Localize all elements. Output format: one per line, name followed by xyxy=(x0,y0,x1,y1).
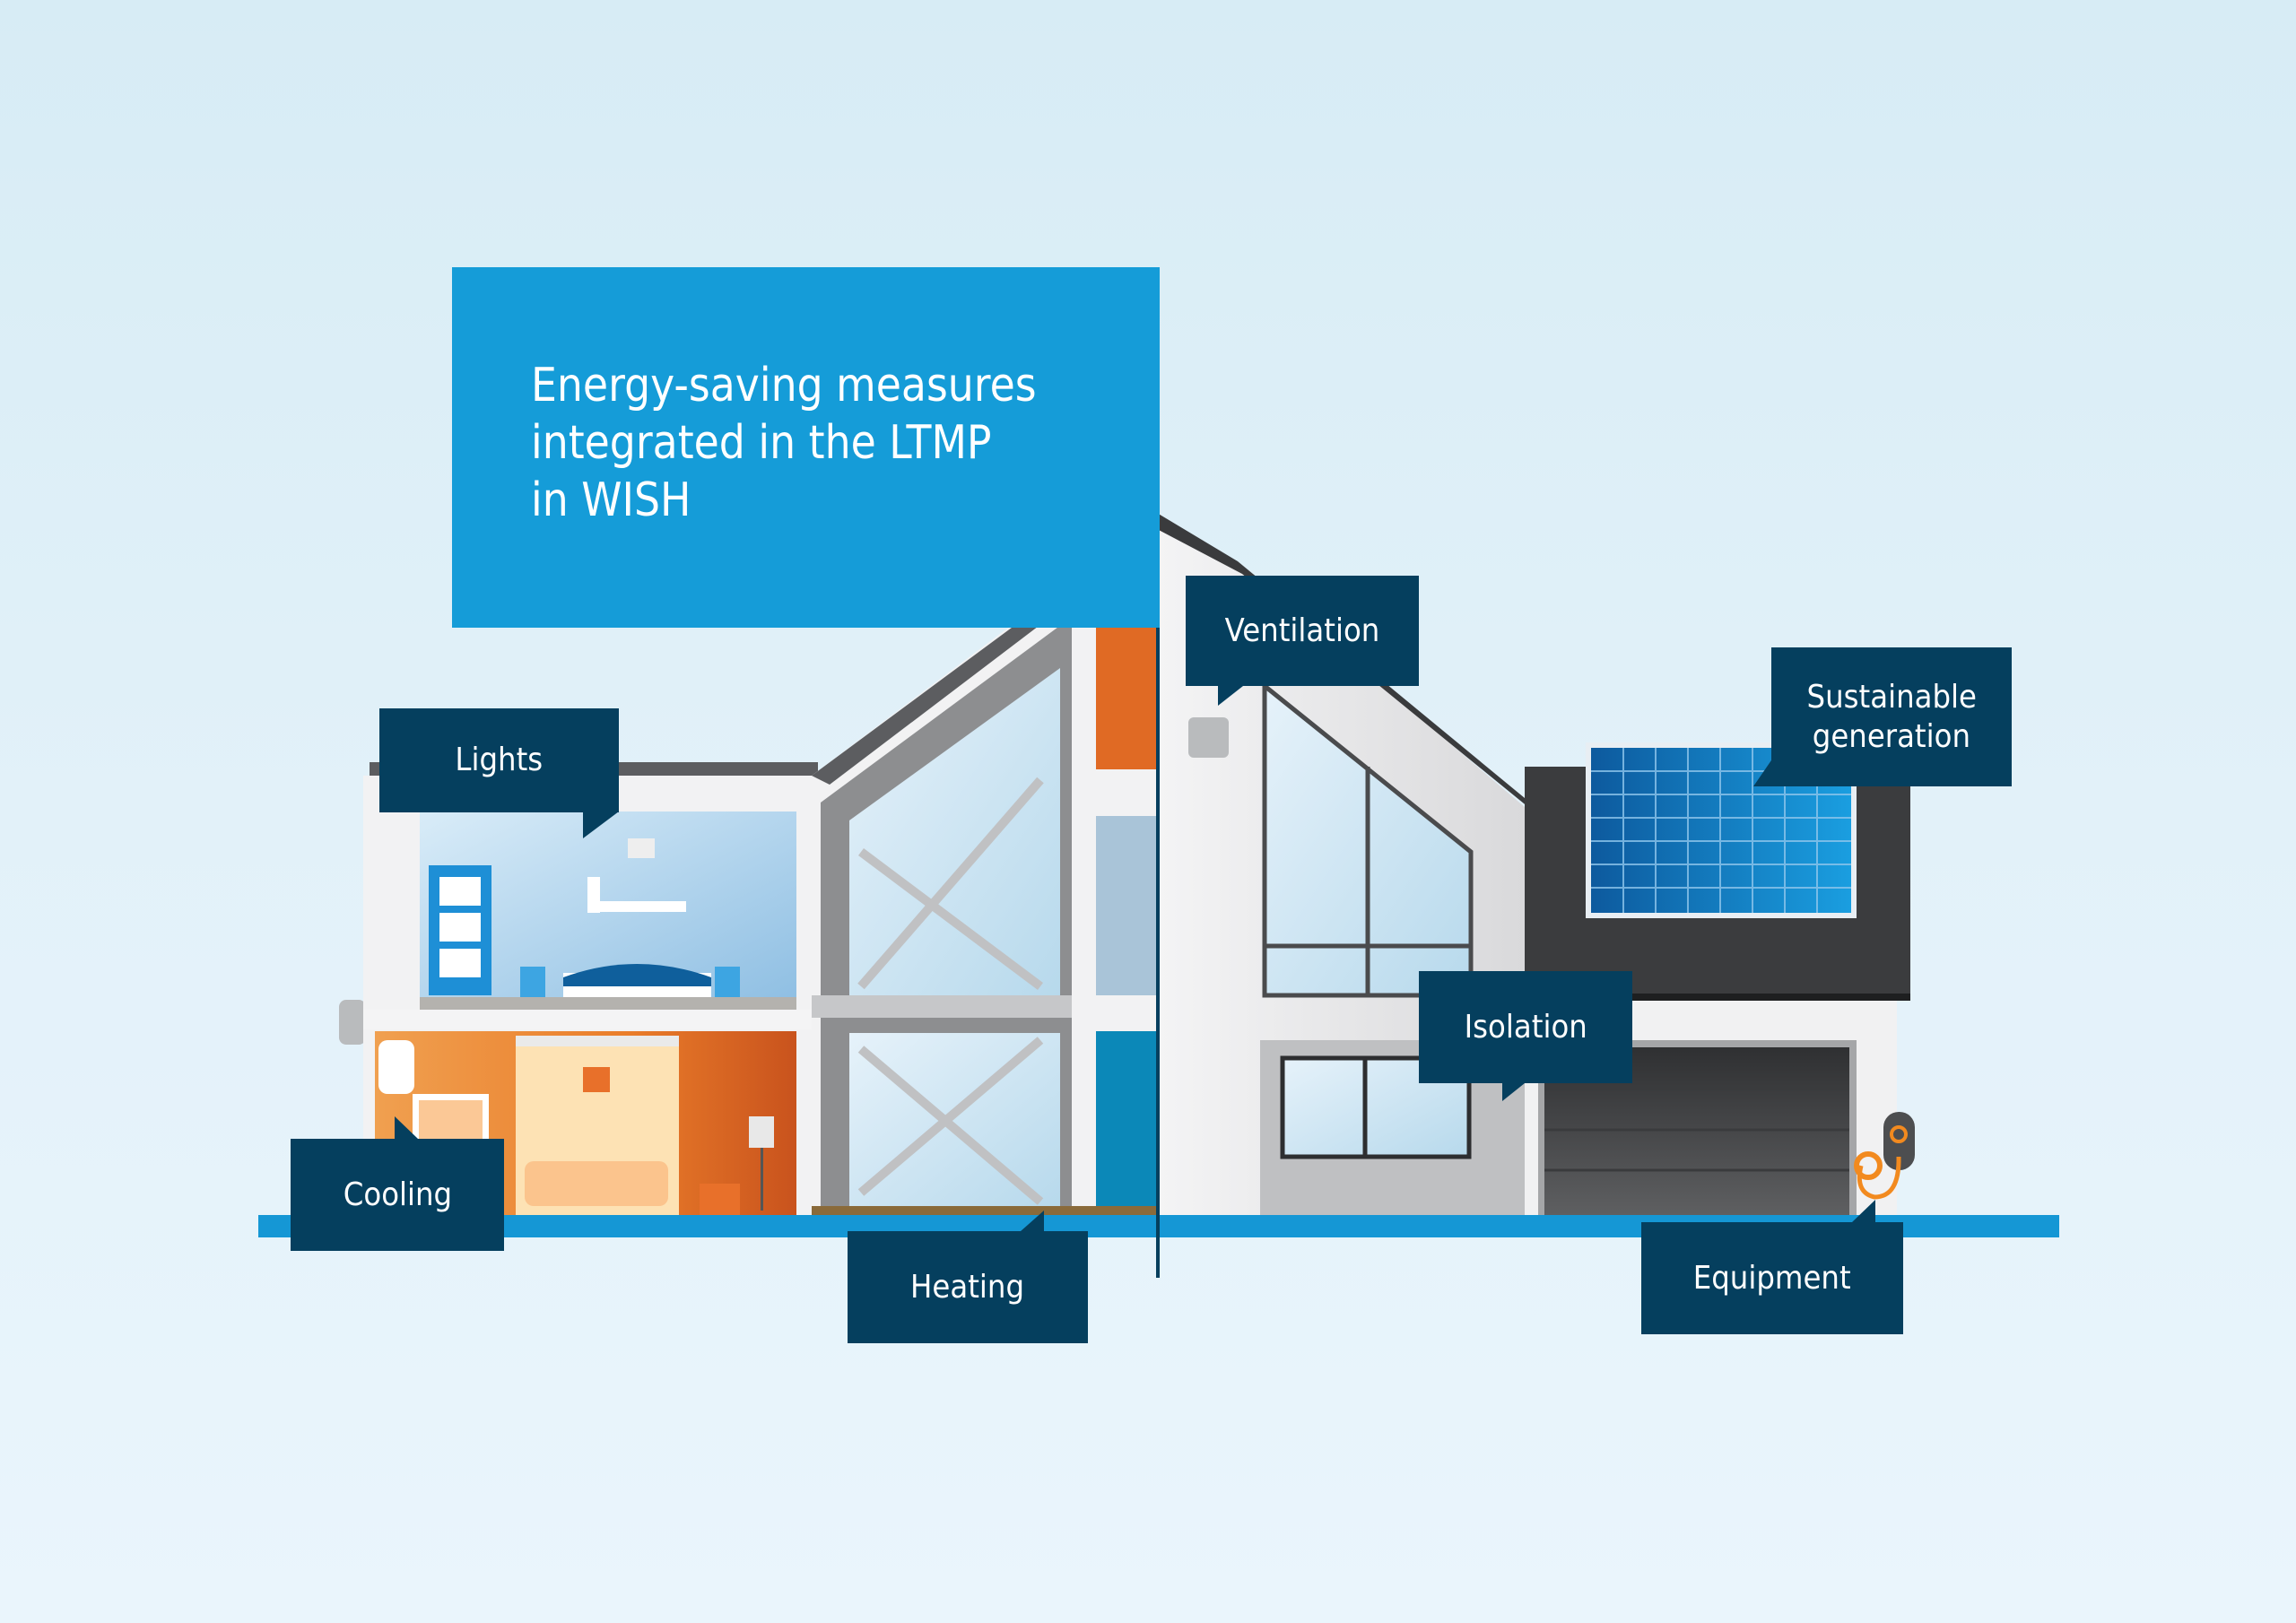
callout-cooling-label: Cooling xyxy=(343,1176,452,1213)
callout-heating-label: Heating xyxy=(910,1268,1025,1306)
callout-lights: Lights xyxy=(379,708,619,812)
right-house xyxy=(1157,513,1915,1216)
callout-heating: Heating xyxy=(848,1231,1088,1343)
title-line-1: Energy-saving measures xyxy=(531,359,1037,412)
callout-sustainable-generation: Sustainable generation xyxy=(1771,647,2012,786)
callout-isolation: Isolation xyxy=(1419,971,1632,1083)
title-line-3: in WISH xyxy=(531,473,691,527)
callout-equipment: Equipment xyxy=(1641,1222,1903,1334)
callout-ventilation: Ventilation xyxy=(1186,576,1419,686)
title-line-2: integrated in the LTMP xyxy=(531,416,992,470)
callout-cooling: Cooling xyxy=(291,1139,504,1251)
callout-isolation-label: Isolation xyxy=(1464,1008,1587,1046)
divider-line xyxy=(1156,471,1160,1278)
callout-isolation-pointer xyxy=(1502,1083,1525,1101)
callout-lights-label: Lights xyxy=(455,742,544,778)
callout-sustainable-generation-line1: Sustainable xyxy=(1806,678,1977,716)
callout-sustainable-generation-pointer xyxy=(1753,758,1773,786)
callout-lights-pointer xyxy=(583,812,619,838)
callout-sustainable-generation-line2: generation xyxy=(1812,717,1971,755)
callout-cooling-pointer xyxy=(395,1116,418,1139)
callout-ventilation-label: Ventilation xyxy=(1224,612,1380,649)
callout-heating-pointer xyxy=(1021,1211,1044,1231)
title-box: Energy-saving measures integrated in the… xyxy=(452,267,1160,628)
callout-equipment-label: Equipment xyxy=(1693,1259,1851,1297)
page-title: Energy-saving measures integrated in the… xyxy=(531,357,1067,529)
callout-equipment-pointer xyxy=(1852,1200,1875,1222)
callout-ventilation-pointer xyxy=(1218,686,1243,706)
left-wing xyxy=(339,762,821,1215)
